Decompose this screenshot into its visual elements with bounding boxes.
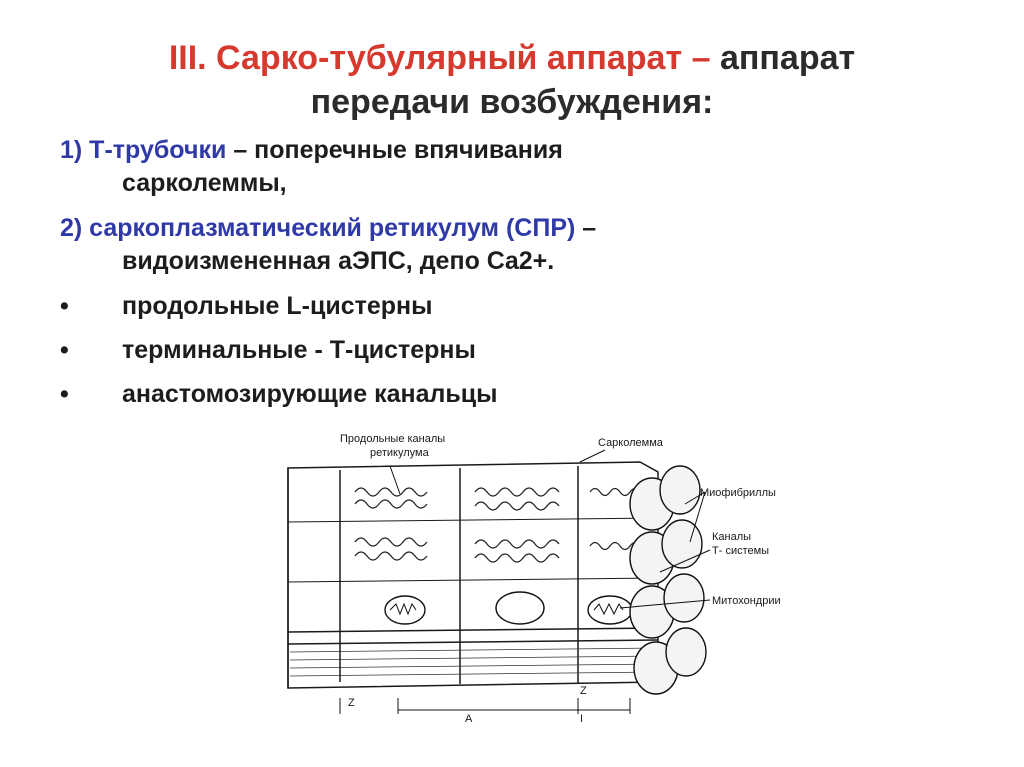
- item-lead: 1) Т-трубочки: [60, 136, 227, 164]
- label-myofibrils: Миофибриллы: [700, 487, 776, 499]
- title-red-part: III. Сарко-тубулярный аппарат –: [168, 39, 711, 77]
- label-band-a: A: [465, 713, 473, 722]
- bullet-text: продольные L-цистерны: [122, 292, 433, 320]
- bullet-text: терминальные - Т-цистерны: [122, 336, 476, 364]
- bullet-dot: •: [60, 292, 69, 320]
- muscle-fiber-body: [287, 461, 659, 689]
- label-longitudinal-canals: Продольные каналы: [340, 433, 445, 445]
- myofibril-ends: [629, 465, 707, 695]
- reticulum-canals: [354, 487, 641, 563]
- numbered-item-2: 2) саркоплазматический ретикулум (СПР) –…: [60, 212, 960, 278]
- bullet-item: • продольные L-цистерны: [60, 290, 960, 323]
- numbered-item-1: 1) Т-трубочки – поперечные впячивания са…: [60, 134, 960, 200]
- label-reticulum: ретикулума: [370, 447, 430, 459]
- label-t-system-2: Т- системы: [712, 545, 769, 557]
- sarcotubular-diagram: Продольные каналы ретикулума Сарколемма …: [287, 433, 781, 722]
- item-rest: –: [582, 214, 597, 242]
- bullet-dot: •: [60, 336, 69, 364]
- bullet-dot: •: [60, 380, 69, 408]
- item-continuation: видоизмененная аЭПС, депо Ca2+.: [122, 247, 555, 275]
- striated-band: [289, 647, 657, 677]
- title-second-line: передачи возбуждения:: [310, 83, 714, 121]
- dimension-line: [339, 698, 631, 714]
- label-z-right: Z: [580, 685, 587, 697]
- item-rest: – поперечные впячивания: [233, 136, 563, 164]
- bullet-item: • терминальные - Т-цистерны: [60, 334, 960, 367]
- slide-title: III. Сарко-тубулярный аппарат – аппарат …: [60, 36, 964, 124]
- label-t-system-1: Каналы: [712, 531, 751, 543]
- item-continuation: сарколеммы,: [122, 169, 287, 197]
- bullet-text: анастомозирующие канальцы: [122, 380, 498, 408]
- label-sarcolemma: Сарколемма: [598, 437, 664, 449]
- title-black-part: аппарат: [719, 39, 856, 77]
- label-mitochondria: Митохондрии: [712, 595, 781, 607]
- bullet-item: • анастомозирующие канальцы: [60, 378, 960, 411]
- label-z-left: Z: [348, 697, 355, 709]
- content-list: 1) Т-трубочки – поперечные впячивания са…: [60, 134, 960, 422]
- label-band-i: I: [580, 713, 583, 722]
- leader-lines: [389, 449, 711, 609]
- item-lead: 2) саркоплазматический ретикулум (СПР): [60, 214, 576, 242]
- mitochondria-shapes: [384, 591, 633, 625]
